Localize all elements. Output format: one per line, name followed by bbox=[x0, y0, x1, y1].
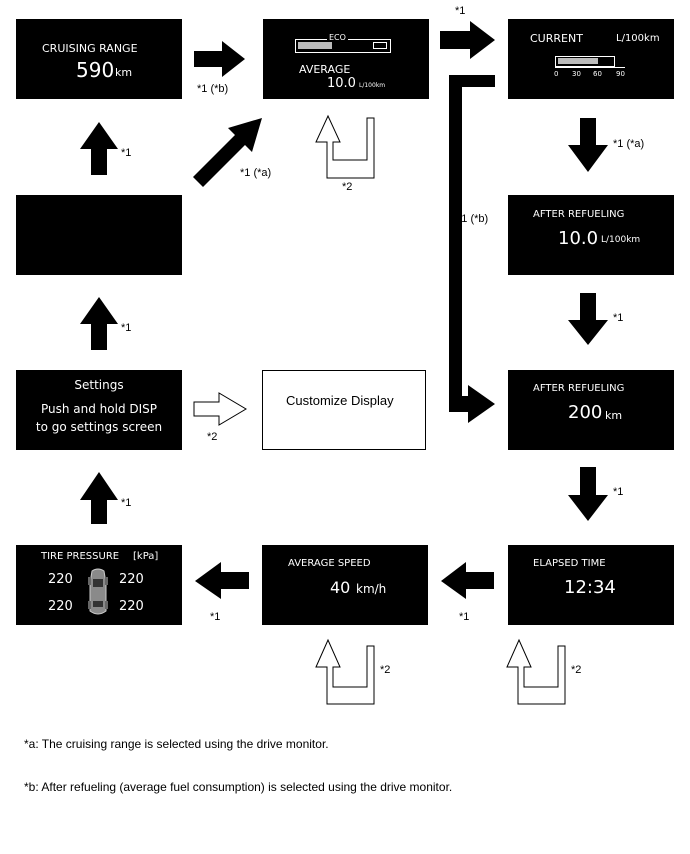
average-title: AVERAGE bbox=[299, 63, 351, 76]
loop-arrow-elapsed bbox=[506, 638, 566, 705]
current-bar-frame bbox=[555, 56, 615, 67]
cruising-range-title: CRUISING RANGE bbox=[42, 42, 138, 55]
label-after-distance-down: *1 bbox=[613, 486, 624, 498]
average-speed-value: 40 bbox=[330, 578, 351, 597]
arrow-right-cruising-to-average bbox=[194, 41, 245, 77]
current-unit: L/100km bbox=[616, 33, 660, 44]
label-cruising-to-average: *1 (*b) bbox=[197, 83, 229, 95]
tire-fr-value: 220 bbox=[119, 572, 144, 587]
label-up-tire: *1 bbox=[121, 497, 132, 509]
footnote-b: *b: After refueling (average fuel consum… bbox=[24, 780, 453, 794]
blank-panel bbox=[16, 195, 182, 275]
settings-panel: Settings Push and hold DISP to go settin… bbox=[16, 370, 182, 450]
arrow-down-current-to-after-refueling bbox=[568, 118, 608, 172]
average-value: 10.0 bbox=[327, 76, 356, 91]
label-elapsed-left: *1 bbox=[459, 611, 470, 623]
customize-display-box: Customize Display bbox=[262, 370, 426, 450]
after-refueling-fuel-title: AFTER REFUELING bbox=[533, 209, 625, 220]
label-after-refueling-down: *1 bbox=[613, 312, 624, 324]
average-unit: L/100km bbox=[359, 82, 386, 89]
average-panel: ECO AVERAGE 10.0 L/100km bbox=[263, 19, 429, 99]
tire-pressure-title: TIRE PRESSURE bbox=[41, 551, 120, 562]
label-long-path: *1 (*b) bbox=[457, 213, 489, 225]
arrow-left-average-speed-to-tire bbox=[195, 562, 249, 599]
cruising-range-unit: km bbox=[115, 66, 133, 79]
average-speed-panel: AVERAGE SPEED 40 km/h bbox=[262, 545, 428, 625]
tire-rl-value: 220 bbox=[48, 599, 73, 614]
arrow-left-elapsed-to-average-speed bbox=[441, 562, 494, 599]
loop-arrow-average bbox=[315, 114, 375, 179]
current-panel: CURRENT L/100km 0 30 60 90 bbox=[508, 19, 674, 99]
label-average-loop: *2 bbox=[342, 181, 353, 193]
elapsed-time-title: ELAPSED TIME bbox=[533, 558, 606, 569]
label-loop-average-speed: *2 bbox=[380, 664, 391, 676]
label-loop-elapsed: *2 bbox=[571, 664, 582, 676]
arrow-down-after-refueling-distance bbox=[568, 467, 608, 521]
tire-rr-value: 220 bbox=[119, 599, 144, 614]
label-top-right: *1 bbox=[455, 5, 466, 17]
label-average-speed-left: *1 bbox=[210, 611, 221, 623]
current-tick-60: 60 bbox=[593, 70, 602, 78]
current-tick-90: 90 bbox=[616, 70, 625, 78]
eco-label: ECO bbox=[327, 33, 348, 42]
current-tick-0: 0 bbox=[554, 70, 559, 78]
after-refueling-fuel-panel: AFTER REFUELING 10.0 L/100km bbox=[508, 195, 674, 275]
footnote-a: *a: The cruising range is selected using… bbox=[24, 737, 329, 751]
label-up-blank: *1 bbox=[121, 147, 132, 159]
eco-bar-end bbox=[373, 42, 387, 49]
average-speed-title: AVERAGE SPEED bbox=[288, 558, 371, 569]
arrow-down-after-refueling-fuel bbox=[568, 293, 608, 345]
settings-line2: to go settings screen bbox=[35, 420, 163, 434]
current-tick-30: 30 bbox=[572, 70, 581, 78]
label-diagonal: *1 (*a) bbox=[240, 167, 272, 179]
arrow-up-settings-to-blank bbox=[80, 297, 118, 350]
customize-display-label: Customize Display bbox=[286, 393, 394, 408]
elapsed-time-panel: ELAPSED TIME 12:34 bbox=[508, 545, 674, 625]
tire-pressure-panel: TIRE PRESSURE [kPa] 220 220 220 220 bbox=[16, 545, 182, 625]
after-refueling-fuel-value: 10.0 bbox=[558, 228, 599, 249]
current-bar-fill bbox=[558, 58, 598, 64]
label-up-settings: *1 bbox=[121, 322, 132, 334]
label-current-down: *1 (*a) bbox=[613, 138, 645, 150]
after-refueling-distance-value: 200 bbox=[568, 402, 603, 423]
settings-line1: Push and hold DISP bbox=[40, 402, 158, 416]
arrow-long-average-to-after-refueling-distance bbox=[449, 75, 495, 423]
after-refueling-distance-panel: AFTER REFUELING 200 km bbox=[508, 370, 674, 450]
after-refueling-distance-title: AFTER REFUELING bbox=[533, 383, 625, 394]
tire-fl-value: 220 bbox=[48, 572, 73, 587]
loop-arrow-average-speed bbox=[315, 638, 375, 705]
elapsed-time-value: 12:34 bbox=[564, 577, 616, 598]
arrow-diagonal-blank-to-average bbox=[193, 118, 262, 187]
after-refueling-distance-unit: km bbox=[605, 409, 623, 422]
arrow-right-average-to-current bbox=[440, 21, 495, 59]
arrow-outline-settings-to-customize bbox=[193, 392, 247, 426]
current-scale-line bbox=[555, 67, 625, 68]
tire-pressure-unit: [kPa] bbox=[133, 551, 159, 562]
eco-bar-fill bbox=[298, 42, 332, 49]
car-top-view-icon bbox=[88, 568, 108, 615]
after-refueling-fuel-unit: L/100km bbox=[601, 235, 641, 245]
average-speed-unit: km/h bbox=[356, 582, 387, 596]
arrow-up-blank-to-cruising bbox=[80, 122, 118, 175]
current-title: CURRENT bbox=[530, 32, 583, 45]
cruising-range-panel: CRUISING RANGE 590 km bbox=[16, 19, 182, 99]
label-settings-to-customize: *2 bbox=[207, 431, 218, 443]
cruising-range-value: 590 bbox=[76, 58, 115, 82]
arrow-up-tire-to-settings bbox=[80, 472, 118, 524]
settings-title: Settings bbox=[74, 378, 124, 392]
